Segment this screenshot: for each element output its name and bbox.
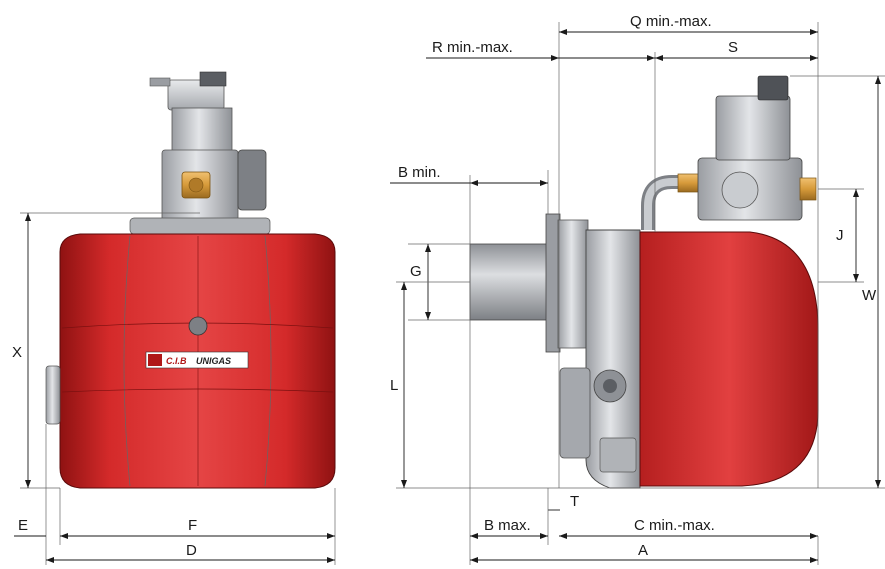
dim-label-bmin: B min. bbox=[398, 164, 441, 181]
side-dimensions: Q min.-max. R min.-max. S B min. G L J bbox=[390, 13, 885, 565]
unigas-logo: C.I.B UNIGAS bbox=[145, 351, 249, 369]
dim-label-f: F bbox=[188, 517, 197, 534]
dim-label-e: E bbox=[18, 517, 28, 534]
dim-label-j: J bbox=[836, 227, 844, 244]
dim-label-r: R min.-max. bbox=[432, 39, 513, 56]
side-view bbox=[469, 75, 819, 489]
front-view: C.I.B UNIGAS bbox=[45, 71, 336, 489]
dim-label-w: W bbox=[862, 287, 877, 304]
dim-label-g: G bbox=[410, 263, 422, 280]
blast-tube bbox=[469, 243, 551, 321]
dim-label-bmax: B max. bbox=[484, 517, 531, 534]
side-gas-valve bbox=[697, 75, 817, 221]
dim-label-c: C min.-max. bbox=[634, 517, 715, 534]
dim-label-x: X bbox=[12, 344, 22, 361]
front-gas-valve bbox=[129, 71, 271, 235]
front-dimensions: X E F D bbox=[12, 212, 336, 565]
dim-label-s: S bbox=[728, 39, 738, 56]
dim-label-d: D bbox=[186, 542, 197, 559]
logo-brand-prefix: C.I.B bbox=[166, 356, 187, 366]
dim-label-a: A bbox=[638, 542, 648, 559]
dim-label-q: Q min.-max. bbox=[630, 13, 712, 30]
logo-brand-name: UNIGAS bbox=[196, 356, 231, 366]
side-red-cover bbox=[639, 231, 819, 487]
dim-label-l: L bbox=[390, 377, 398, 394]
dim-label-t: T bbox=[570, 493, 579, 510]
